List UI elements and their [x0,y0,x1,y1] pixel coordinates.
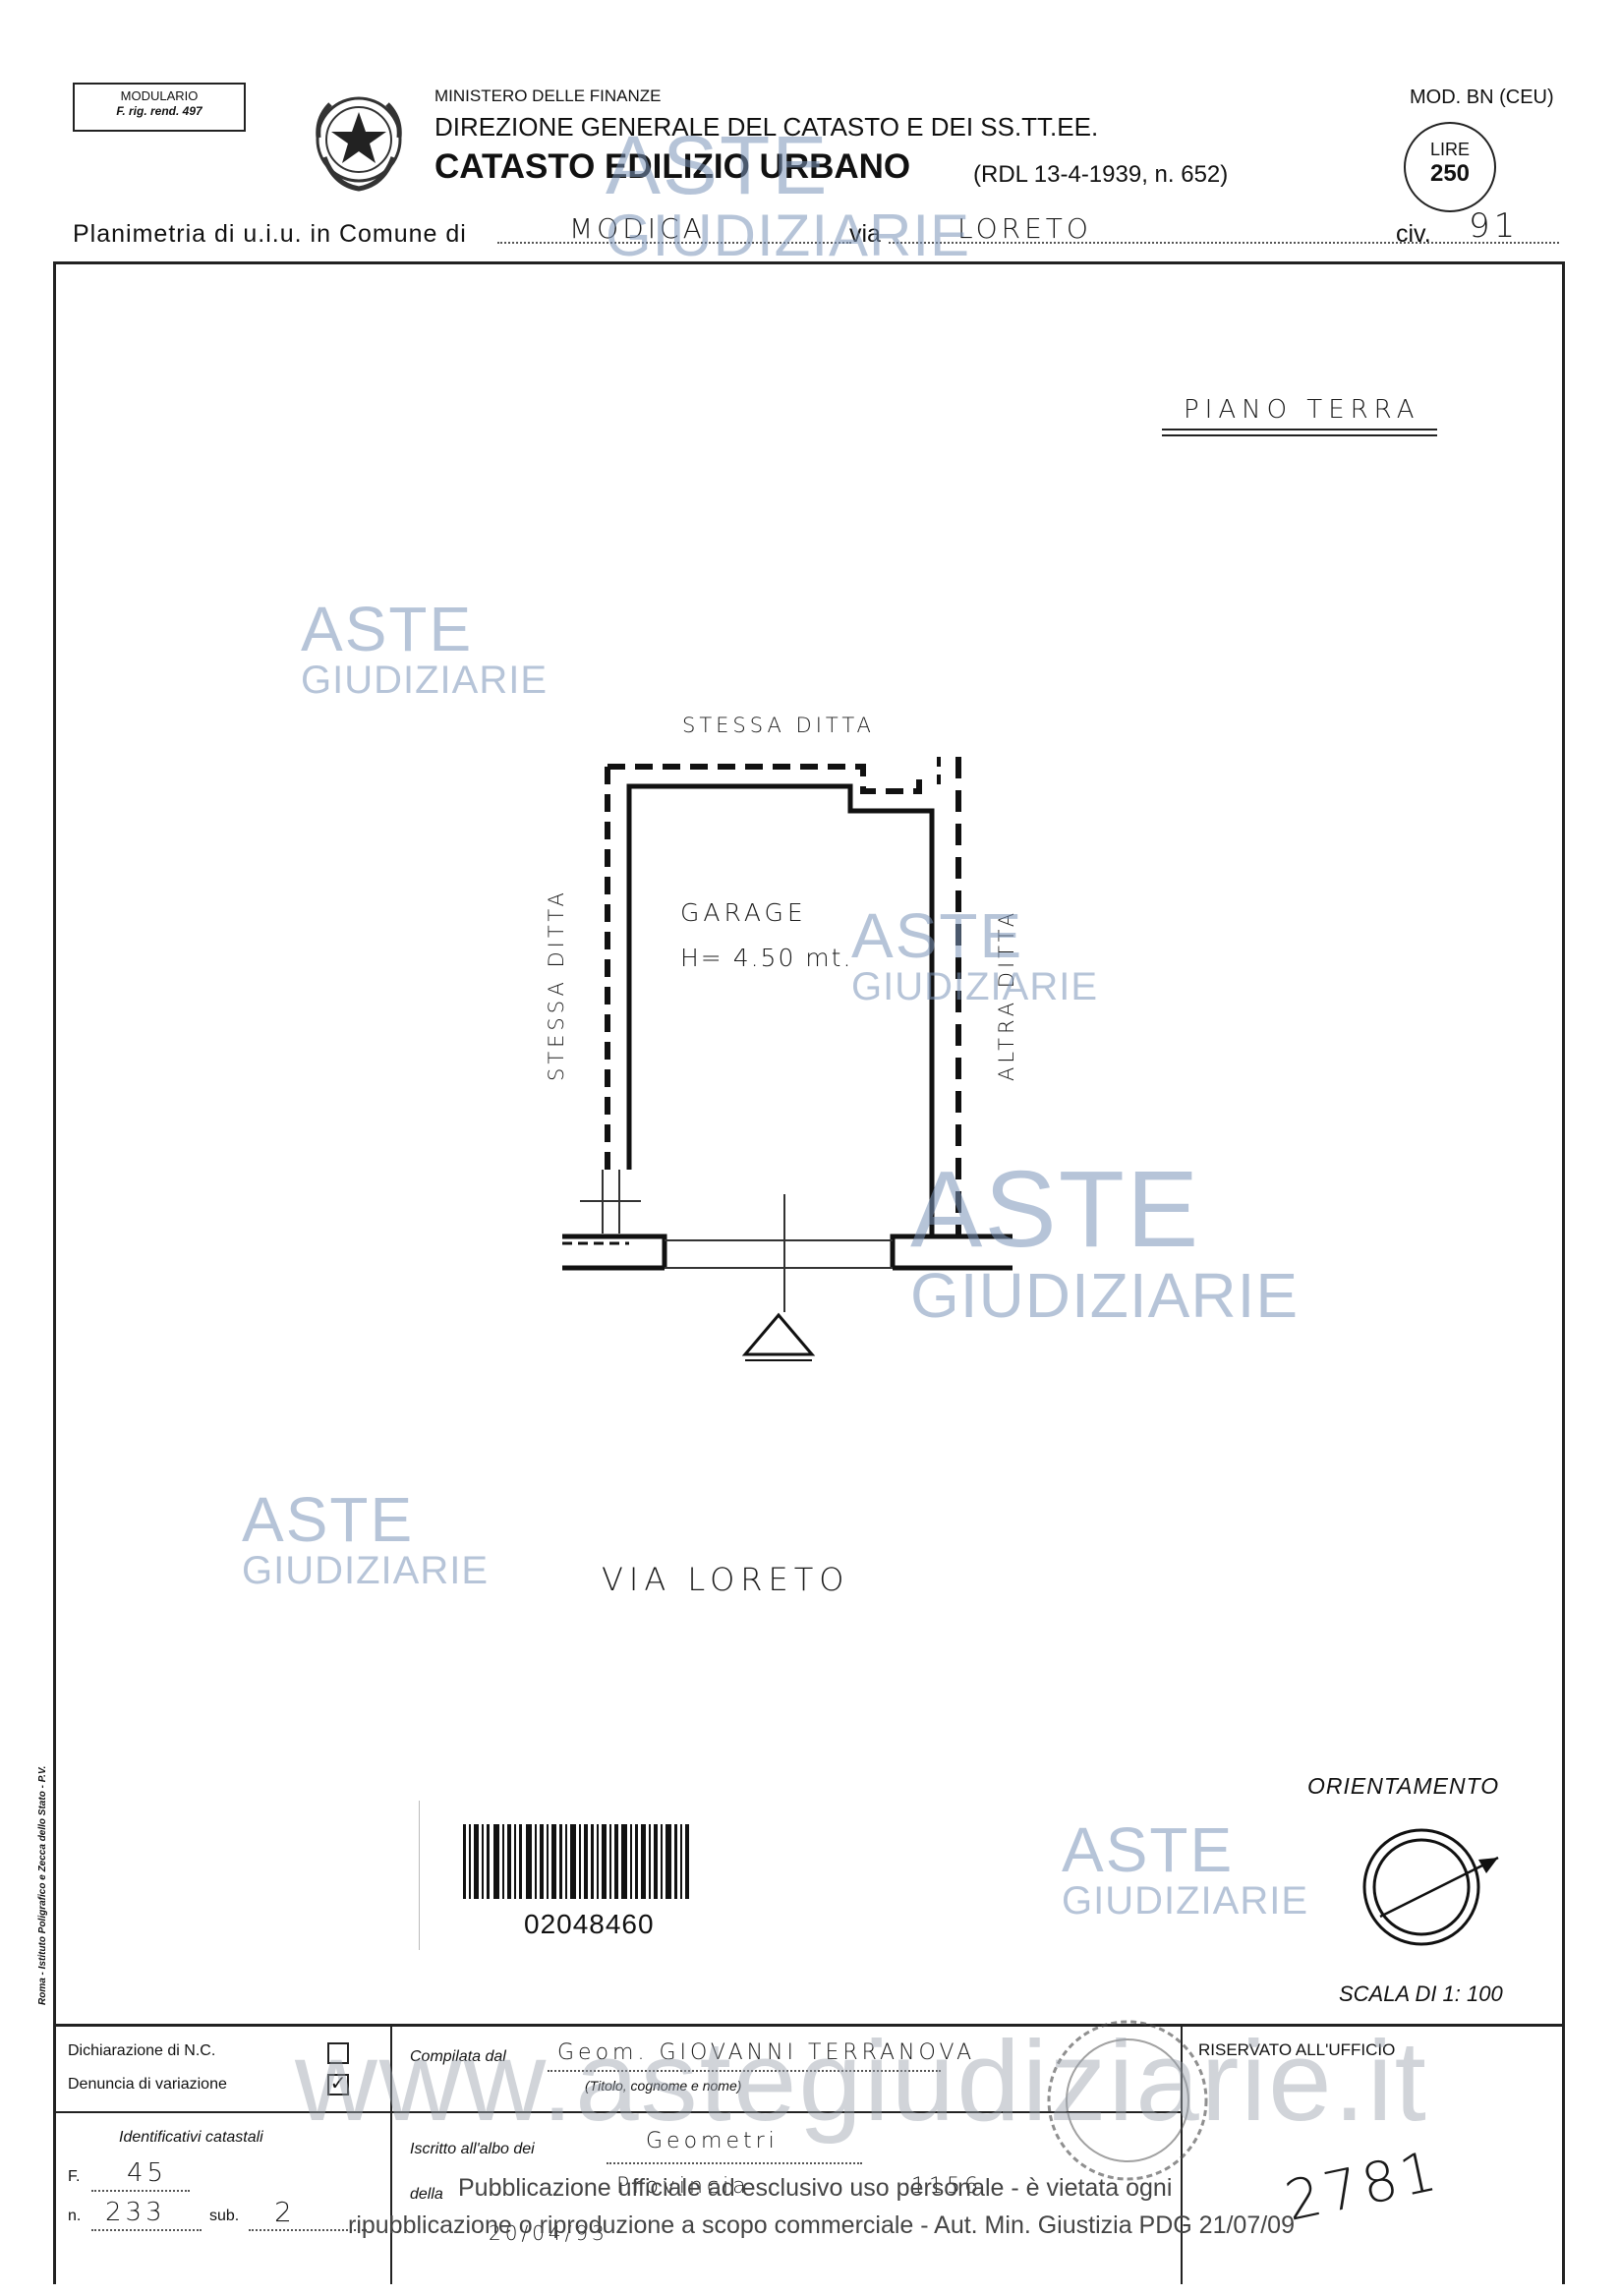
room-name: GARAGE [680,898,807,927]
lire-value: 250 [1429,160,1471,187]
compilata-label: Compilata dal [410,2048,506,2065]
della-number: 1156 [911,2174,982,2199]
compilata-value: Geom. GIOVANNI TERRANOVA [557,2040,976,2065]
left-neighbor-label: STESSA DITTA [545,889,568,1081]
entrance-triangle-icon [741,1312,816,1356]
lire-label: LIRE [1429,140,1471,159]
orientation-compass-icon [1362,1828,1499,1946]
comune-label: Planimetria di u.i.u. in Comune di [73,220,467,248]
ministry-label: MINISTERO DELLE FINANZE [434,86,662,105]
comune-dots [497,242,851,244]
top-neighbor-label: STESSA DITTA [682,714,875,737]
f-dots [91,2190,190,2192]
floor-underline [1162,429,1437,430]
titolo-hint: (Titolo, cognome e nome) [585,2078,742,2094]
floor-label: PIANO TERRA [1184,395,1420,425]
via-dots [889,242,1469,244]
site-watermark: www.astegiudiziarie.it [295,2017,1428,2145]
wall-bottom-right [890,1234,1012,1268]
n-label: n. [68,2208,82,2224]
n-dots [91,2229,202,2231]
footer-section: Dichiarazione di N.C. Denuncia di variaz… [53,2020,1565,2284]
sub-value: 2 [274,2196,296,2228]
garage-wall [626,783,935,1236]
barcode-number: 02048460 [524,1909,655,1939]
modulario-title: MODULARIO [120,88,199,103]
comune-value: MODICA [569,212,706,245]
via-label: via [849,220,881,248]
dichiarazione-checkbox[interactable] [327,2042,349,2064]
catasto-title: CATASTO EDILIZIO URBANO [434,147,911,186]
wall-bottom-left [562,1234,667,1268]
street-label: VIA LORETO [602,1561,850,1598]
date-value: 20/04/93 [489,2221,608,2245]
dichiarazione-label: Dichiarazione di N.C. [68,2042,216,2059]
sub-dots [249,2229,367,2231]
barcode-icon [463,1824,689,1899]
f-value: 45 [127,2158,168,2188]
della-value: Provincia [616,2174,750,2199]
scale-label: SCALA DI 1: 100 [1339,1981,1503,2006]
modulario-box: MODULARIO F. rig. rend. 497 [73,83,246,132]
room-height: H= 4.50 mt. [680,944,853,972]
floor-underline-2 [1162,434,1437,436]
iscritto-label: Iscritto all'albo dei [410,2141,535,2157]
n-value: 233 [105,2198,166,2227]
boundary-top [608,764,922,794]
modulario-sub: F. rig. rend. 497 [116,104,202,119]
orientation-label: ORIENTAMENTO [1307,1773,1500,1799]
office-stamp-icon [1047,2020,1208,2181]
identificativi-label: Identificativi catastali [119,2129,263,2146]
sub-label: sub. [209,2208,240,2224]
legal-notice-line-2: ripubblicazione o riproduzione a scopo c… [348,2211,1295,2239]
riservato-label: RISERVATO ALL'UFFICIO [1198,2040,1396,2059]
office-stamp-number: 2781 [1279,2139,1446,2234]
planimetry-line: Planimetria di u.i.u. in Comune di MODIC… [73,206,1561,256]
iscritto-value: Geometri [646,2129,779,2153]
plan-frame [53,261,1565,2027]
mod-label: MOD. BN (CEU) [1410,86,1554,108]
italian-emblem-icon [316,96,402,192]
footer-divider-1 [390,2027,392,2284]
della-label: della [410,2186,443,2203]
civ-label: civ. [1396,220,1431,248]
compilata-dots [548,2070,941,2072]
lire-stamp: LIRE 250 [1404,122,1496,212]
barcode-label: 02048460 [419,1801,740,1950]
f-label: F. [68,2168,81,2185]
iscritto-dots [607,2162,862,2164]
footer-divider-2 [1181,2027,1183,2284]
direction-label: DIREZIONE GENERALE DEL CATASTO E DEI SS.… [434,112,1099,142]
footer-hline [56,2111,1181,2113]
via-value: LORETO [957,212,1092,245]
denuncia-checkbox[interactable]: ✓ [327,2074,349,2095]
civ-dots [1443,242,1559,244]
check-mark-icon: ✓ [329,2073,347,2095]
law-reference: (RDL 13-4-1939, n. 652) [973,161,1229,188]
denuncia-label: Denuncia di variazione [68,2076,227,2093]
civ-value: 91 [1469,206,1520,246]
legal-notice-line-1: Pubblicazione ufficiale ad esclusivo uso… [458,2174,1173,2202]
